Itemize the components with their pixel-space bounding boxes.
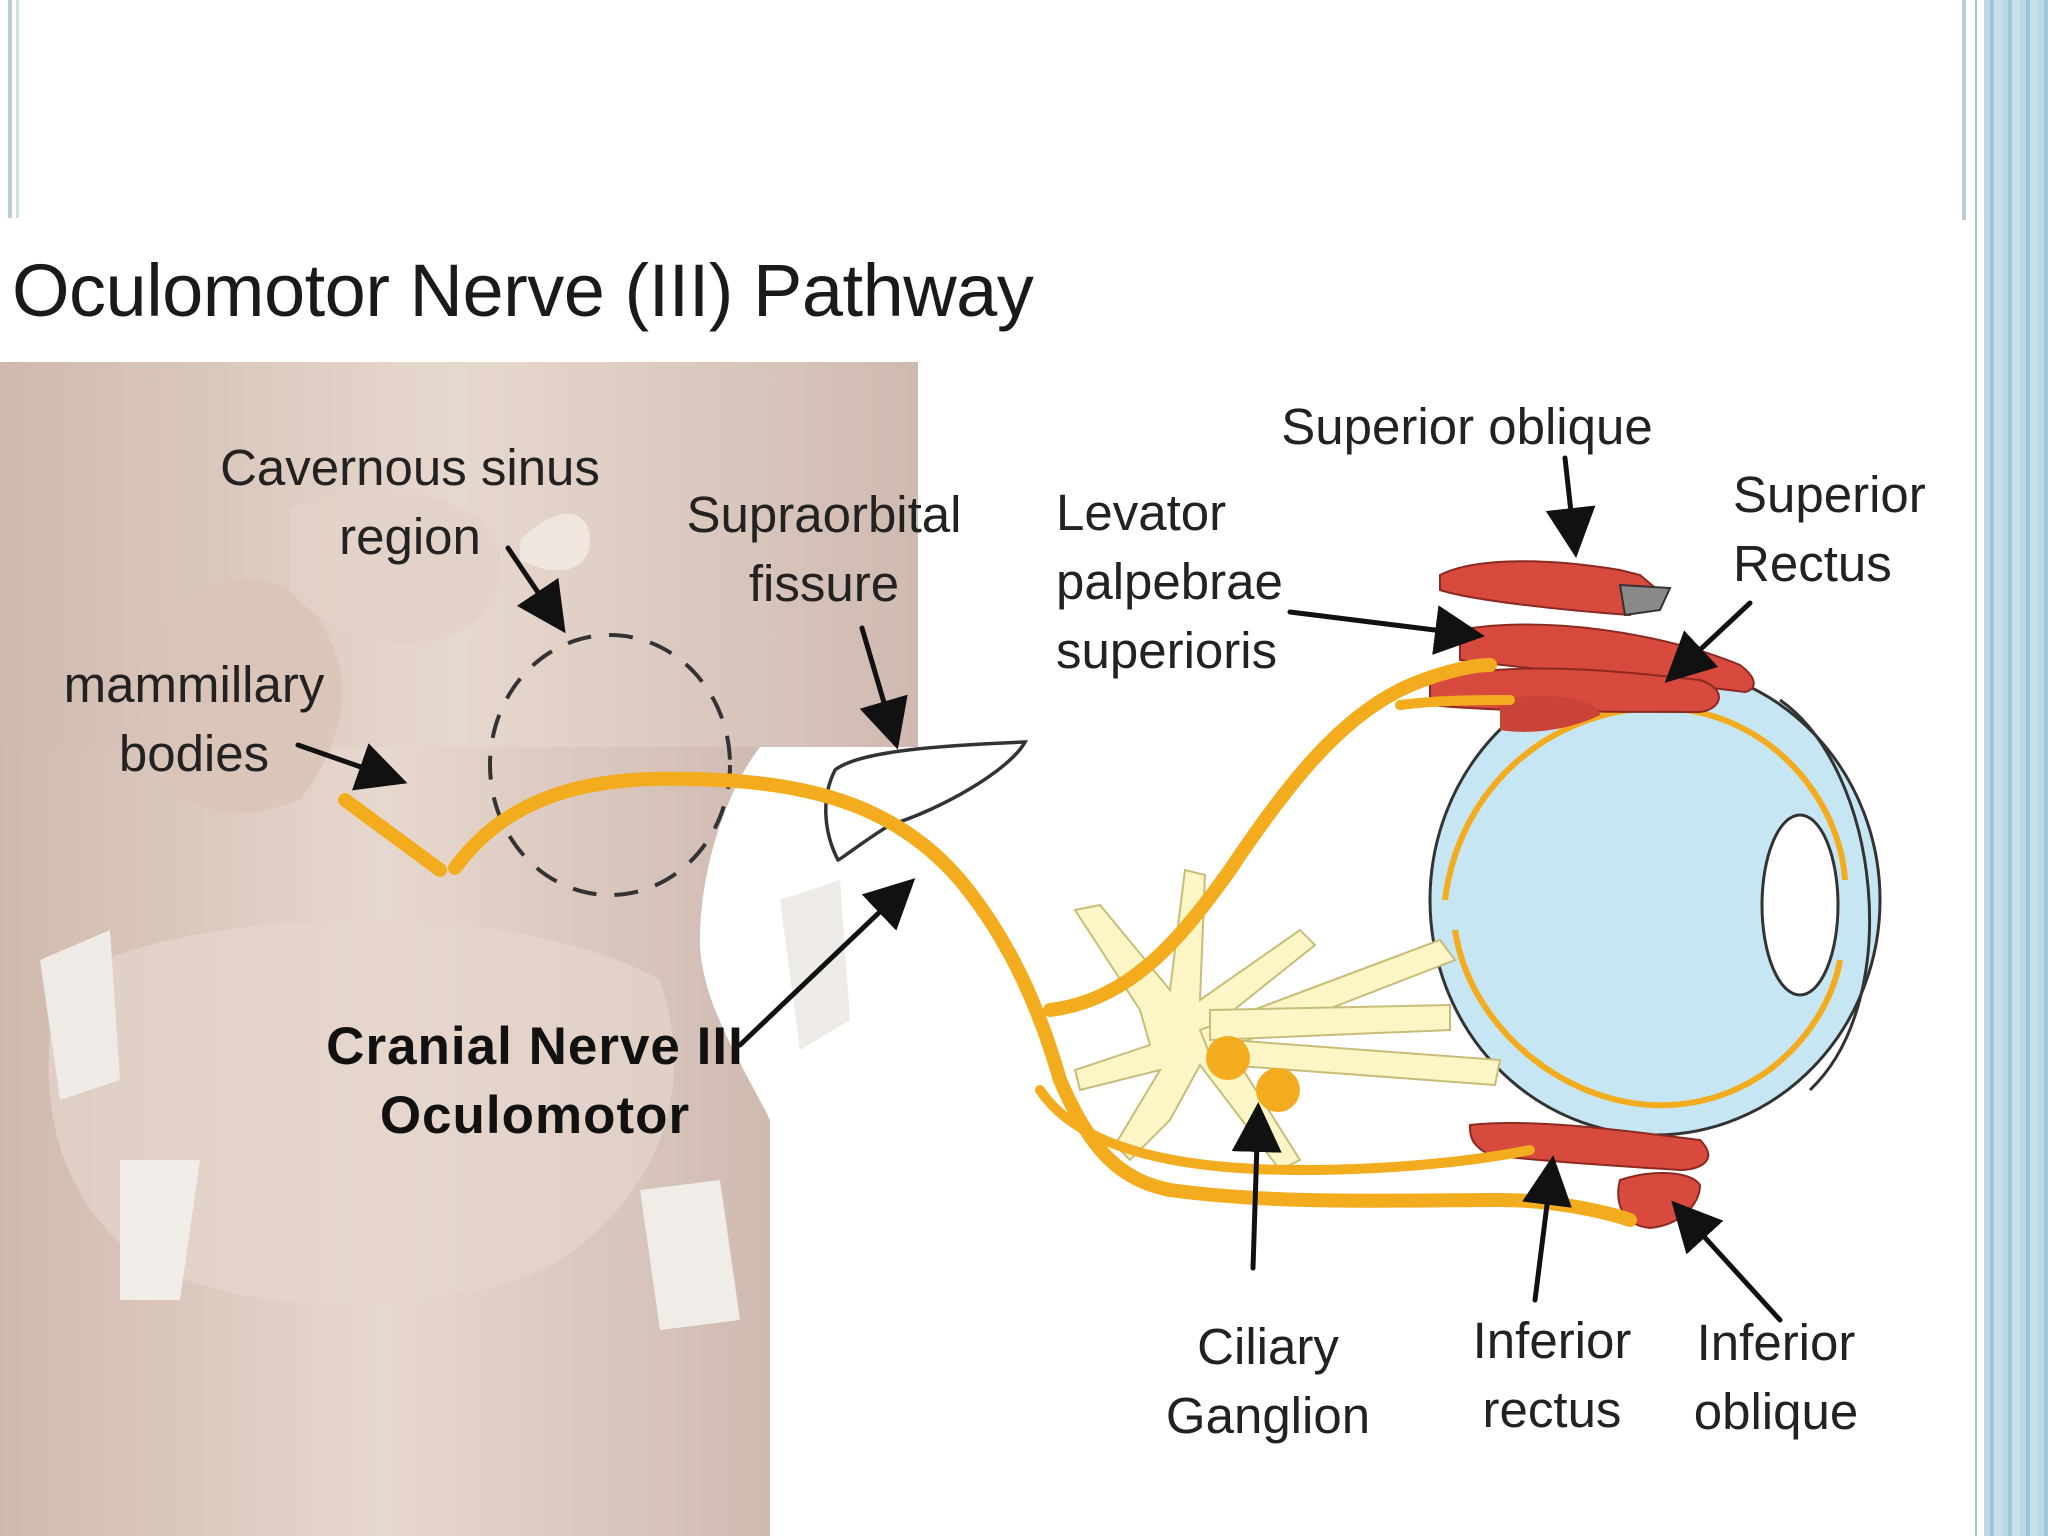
label-inferior-rectus: Inferior rectus [1472,1312,1632,1438]
label-cranial-nerve-iii: Cranial Nerve III Oculomotor [326,1017,744,1145]
ganglion-node [1256,1068,1300,1112]
label-superior-oblique: Superior oblique [1281,398,1653,455]
slide-border-right [1962,0,1966,220]
label-ciliary-ganglion: Ciliary Ganglion [1165,1318,1371,1444]
nerve-pathway [338,658,1637,1227]
slide-border-left-inner [16,0,19,218]
ganglion-node [1206,1036,1250,1080]
eyeball [1428,663,1882,1137]
label-levator-palpebrae: Levator palpebrae superioris [1056,484,1283,679]
label-cavernous-sinus: Cavernous sinus region [220,439,600,565]
slide-border-left [8,0,12,218]
brainstem-image [0,362,918,1536]
slide-border-right-line [1975,0,1977,1536]
label-arrows [295,455,1783,1323]
label-mammillary-bodies: mammillary bodies [63,656,325,782]
ciliary-ganglion [1073,868,1502,1172]
label-supraorbital-fissure: Supraorbital fissure [686,486,962,612]
label-inferior-oblique: Inferior oblique [1693,1314,1859,1440]
diagram-title: Oculomotor Nerve (III) Pathway [12,249,1034,332]
cavernous-sinus-outline [488,633,732,897]
supraorbital-fissure-shape [824,740,1028,862]
label-superior-rectus: Superior Rectus [1733,466,1926,592]
slide-decorative-strip [1984,0,2048,1536]
